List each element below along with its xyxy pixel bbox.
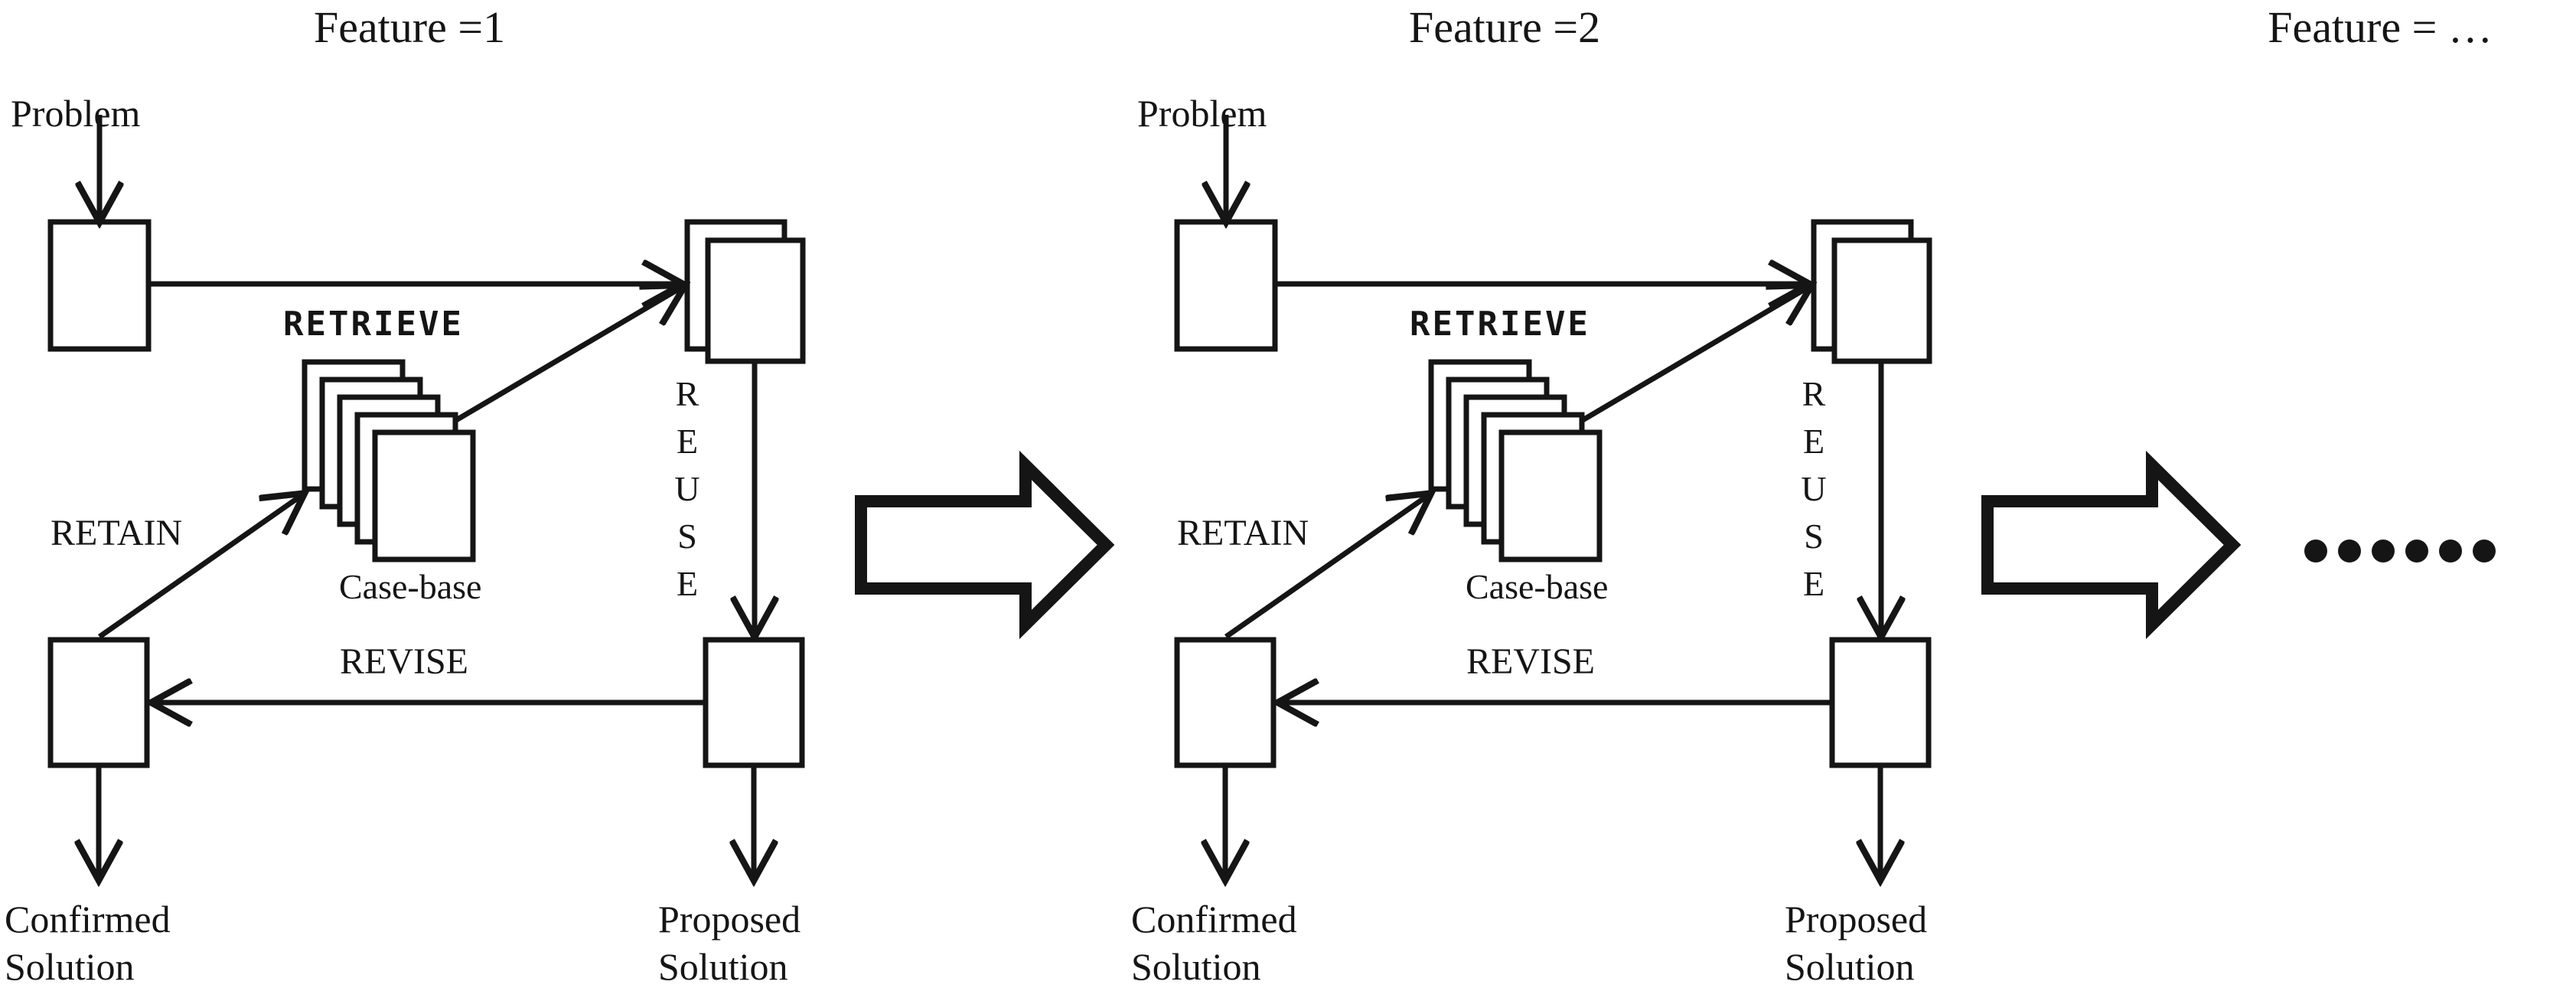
reuse-label: R E U S E <box>1801 374 1826 603</box>
block-arrow-1 <box>855 450 1115 640</box>
revise-label: REVISE <box>340 641 468 682</box>
proposed-solution-label-line2: Solution <box>1785 945 1914 988</box>
continuation-ellipsis <box>2304 540 2496 562</box>
block-arrow-2 <box>1981 450 2242 640</box>
revise-label: REVISE <box>1466 641 1595 682</box>
reuse-letter: E <box>677 564 698 603</box>
confirmed-solution-label-line1: Confirmed <box>1131 898 1297 941</box>
panel-title-feature-1: Feature =1 <box>314 2 505 52</box>
panel-feature-1 <box>47 115 806 879</box>
reuse-letter: R <box>1802 374 1826 413</box>
ellipsis-dot <box>2304 540 2327 562</box>
retain-label: RETAIN <box>1177 513 1309 553</box>
ellipsis-dot <box>2338 540 2361 562</box>
retrieve-label: RETRIEVE <box>1410 305 1590 344</box>
problem-box <box>1174 219 1278 352</box>
confirmed-solution-label-line2: Solution <box>1131 945 1260 988</box>
panel-title-feature-2: Feature =2 <box>1409 2 1600 52</box>
case-base-sheet-5 <box>1498 429 1603 562</box>
ellipsis-dot <box>2439 540 2462 562</box>
problem-box <box>47 219 152 352</box>
proposed-solution-box <box>1829 637 1932 768</box>
panel-2-labels: Problem RETRIEVE Case-base RETAIN REVISE… <box>1131 92 1927 988</box>
reuse-letter: S <box>1804 517 1824 556</box>
confirmed-solution-box <box>47 637 150 768</box>
confirmed-solution-label-line1: Confirmed <box>5 898 171 941</box>
proposed-solution-label-line1: Proposed <box>1785 898 1927 941</box>
retain-label: RETAIN <box>51 513 182 553</box>
ellipsis-dot <box>2473 540 2496 562</box>
continuation-title: Feature = … <box>2268 2 2493 52</box>
retrieve-label: RETRIEVE <box>283 305 464 344</box>
panel-feature-2 <box>1174 115 1932 879</box>
proposed-solution-label-line1: Proposed <box>658 898 801 941</box>
reuse-label: R E U S E <box>674 374 699 603</box>
confirmed-solution-box <box>1174 637 1277 768</box>
retrieve-edge-diagonal <box>1581 286 1810 423</box>
proposed-solution-box <box>703 637 805 768</box>
retrieved-cases-sheet-front <box>705 237 806 364</box>
reuse-letter: S <box>677 517 697 556</box>
problem-label: Problem <box>1137 92 1267 135</box>
proposed-solution-label-line2: Solution <box>658 945 787 988</box>
ellipsis-dot <box>2372 540 2395 562</box>
ellipsis-dot <box>2405 540 2428 562</box>
reuse-letter: U <box>674 469 699 508</box>
panel-1-labels: Problem RETRIEVE Case-base RETAIN REVISE… <box>5 92 801 988</box>
case-base-sheet-5 <box>372 429 476 562</box>
reuse-letter: U <box>1801 469 1826 508</box>
confirmed-solution-label-line2: Solution <box>5 945 134 988</box>
retrieve-edge-diagonal <box>455 286 683 423</box>
reuse-letter: E <box>1803 422 1824 461</box>
retain-edge <box>97 494 303 639</box>
retrieved-cases-sheet-front <box>1831 237 1932 364</box>
reuse-letter: E <box>677 422 698 461</box>
case-base-label: Case-base <box>1466 567 1608 606</box>
retain-edge <box>1224 494 1430 639</box>
reuse-letter: E <box>1803 564 1824 603</box>
case-base-label: Case-base <box>339 567 481 606</box>
reuse-letter: R <box>676 374 699 413</box>
problem-label: Problem <box>11 92 141 135</box>
